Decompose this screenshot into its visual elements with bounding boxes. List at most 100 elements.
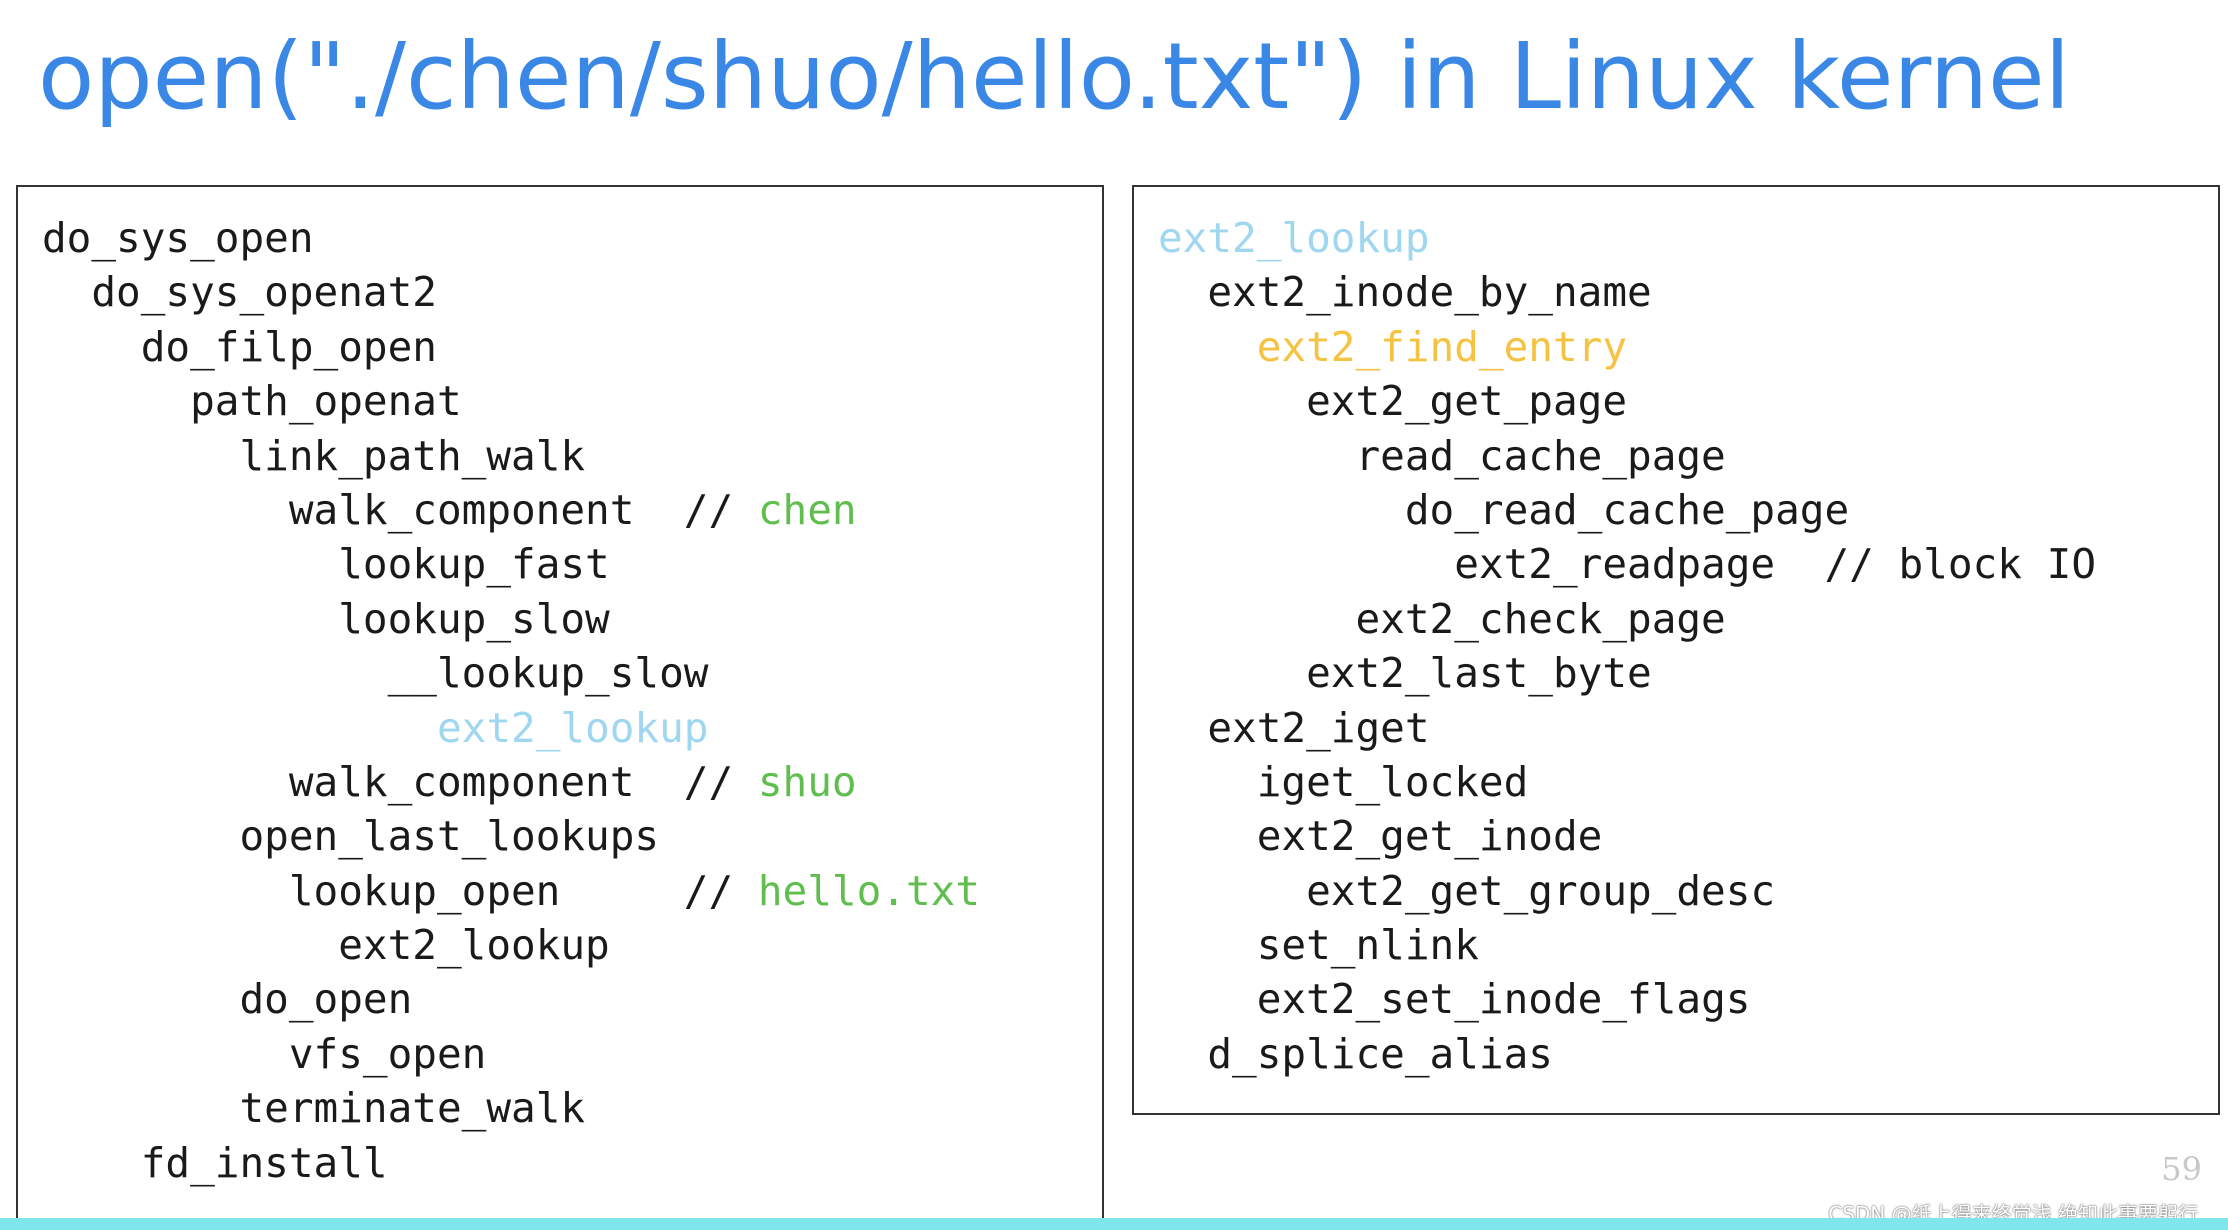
call-tree-line: terminate_walk — [42, 1081, 980, 1135]
function-name: link_path_walk — [239, 431, 586, 480]
call-tree-line: ext2_find_entry — [1158, 320, 2096, 374]
indent — [42, 758, 289, 806]
function-name: path_openat — [190, 377, 462, 426]
indent — [1158, 268, 1207, 316]
function-name: __lookup_slow — [387, 649, 709, 698]
call-tree-line: do_filp_open — [42, 320, 980, 374]
indent — [1158, 432, 1355, 480]
indent — [42, 1139, 141, 1187]
function-name: ext2_get_page — [1306, 377, 1628, 426]
call-tree-line: path_openat — [42, 374, 980, 428]
call-tree-line: ext2_lookup — [42, 701, 980, 755]
indent — [1158, 377, 1306, 425]
indent — [42, 323, 141, 371]
path-component-comment: hello.txt — [757, 866, 981, 915]
function-name: ext2_lookup — [338, 921, 610, 970]
call-tree-lines-left: do_sys_open do_sys_openat2 do_filp_open … — [42, 211, 980, 1190]
call-tree-line: set_nlink — [1158, 918, 2096, 972]
call-tree-line: ext2_get_group_desc — [1158, 864, 2096, 918]
call-tree-line: do_sys_open — [42, 211, 980, 265]
call-tree-line: link_path_walk — [42, 429, 980, 483]
call-tree-panel-left: do_sys_open do_sys_openat2 do_filp_open … — [16, 185, 1104, 1225]
indent — [42, 1030, 289, 1078]
function-name: ext2_lookup — [436, 703, 709, 752]
call-tree-panel-right: ext2_lookup ext2_inode_by_name ext2_find… — [1132, 185, 2220, 1115]
function-name: vfs_open — [288, 1029, 487, 1078]
slide-title: open("./chen/shuo/hello.txt") in Linux k… — [38, 23, 2071, 130]
indent — [42, 867, 289, 915]
function-name: do_read_cache_page — [1404, 485, 1850, 534]
function-name: ext2_get_inode — [1256, 812, 1603, 861]
function-name: open_last_lookups — [239, 812, 660, 861]
indent — [42, 812, 239, 860]
indent — [42, 377, 190, 425]
call-tree-line: ext2_get_inode — [1158, 809, 2096, 863]
call-tree-line: ext2_last_byte — [1158, 646, 2096, 700]
function-name: lookup_open // — [288, 866, 758, 915]
call-tree-line: ext2_set_inode_flags — [1158, 972, 2096, 1026]
bottom-accent-bar — [0, 1218, 2228, 1230]
indent — [1158, 867, 1306, 915]
path-component-comment: chen — [757, 485, 857, 534]
call-tree-lines-right: ext2_lookup ext2_inode_by_name ext2_find… — [1158, 211, 2096, 1081]
function-name: walk_component // — [288, 485, 758, 534]
indent — [1158, 1030, 1207, 1078]
indent — [1158, 704, 1207, 752]
indent — [42, 704, 437, 752]
indent — [1158, 486, 1405, 534]
indent — [42, 975, 239, 1023]
function-name: ext2_last_byte — [1306, 649, 1652, 698]
function-name: iget_locked — [1256, 757, 1529, 806]
function-name: do_open — [239, 975, 413, 1024]
indent — [1158, 758, 1257, 806]
indent — [42, 1084, 239, 1132]
function-name: do_sys_openat2 — [91, 268, 437, 317]
call-tree-line: iget_locked — [1158, 755, 2096, 809]
call-tree-line: ext2_check_page — [1158, 592, 2096, 646]
function-name: lookup_slow — [338, 594, 610, 643]
call-tree-line: open_last_lookups — [42, 809, 980, 863]
call-tree-line: do_sys_openat2 — [42, 265, 980, 319]
function-name: ext2_inode_by_name — [1207, 268, 1652, 317]
call-tree-line: lookup_fast — [42, 537, 980, 591]
call-tree-line: ext2_lookup — [42, 918, 980, 972]
call-tree-line: fd_install — [42, 1136, 980, 1190]
function-name: ext2_check_page — [1355, 594, 1726, 643]
function-name: ext2_find_entry — [1256, 322, 1628, 371]
page-number: 59 — [2161, 1150, 2202, 1188]
path-component-comment: shuo — [757, 757, 857, 806]
call-tree-line: ext2_readpage // block IO — [1158, 537, 2096, 591]
function-name: d_splice_alias — [1207, 1029, 1553, 1078]
function-name: lookup_fast — [338, 540, 610, 589]
call-tree-line: ext2_lookup — [1158, 211, 2096, 265]
indent — [1158, 649, 1306, 697]
indent — [42, 921, 338, 969]
indent — [1158, 975, 1257, 1023]
call-tree-line: lookup_slow — [42, 592, 980, 646]
indent — [42, 268, 91, 316]
function-name: walk_component // — [288, 757, 758, 806]
indent — [42, 486, 289, 534]
function-name: do_filp_open — [140, 322, 437, 371]
indent — [1158, 812, 1257, 860]
function-name: ext2_lookup — [1158, 214, 1430, 262]
function-name: do_sys_open — [42, 214, 314, 262]
function-name: ext2_iget — [1207, 703, 1430, 752]
function-name: set_nlink — [1256, 921, 1479, 970]
function-name: fd_install — [140, 1138, 388, 1187]
indent — [1158, 595, 1355, 643]
indent — [1158, 540, 1454, 588]
call-tree-line: lookup_open // hello.txt — [42, 864, 980, 918]
call-tree-line: ext2_iget — [1158, 701, 2096, 755]
indent — [42, 540, 338, 588]
indent — [42, 432, 239, 480]
call-tree-line: __lookup_slow — [42, 646, 980, 700]
call-tree-line: d_splice_alias — [1158, 1027, 2096, 1081]
function-name: read_cache_page — [1355, 431, 1726, 480]
call-tree-line: ext2_inode_by_name — [1158, 265, 2096, 319]
call-tree-line: do_read_cache_page — [1158, 483, 2096, 537]
function-name: terminate_walk — [239, 1084, 586, 1133]
function-name: ext2_set_inode_flags — [1256, 975, 1751, 1024]
function-name: ext2_get_group_desc — [1306, 866, 1776, 915]
call-tree-line: walk_component // shuo — [42, 755, 980, 809]
